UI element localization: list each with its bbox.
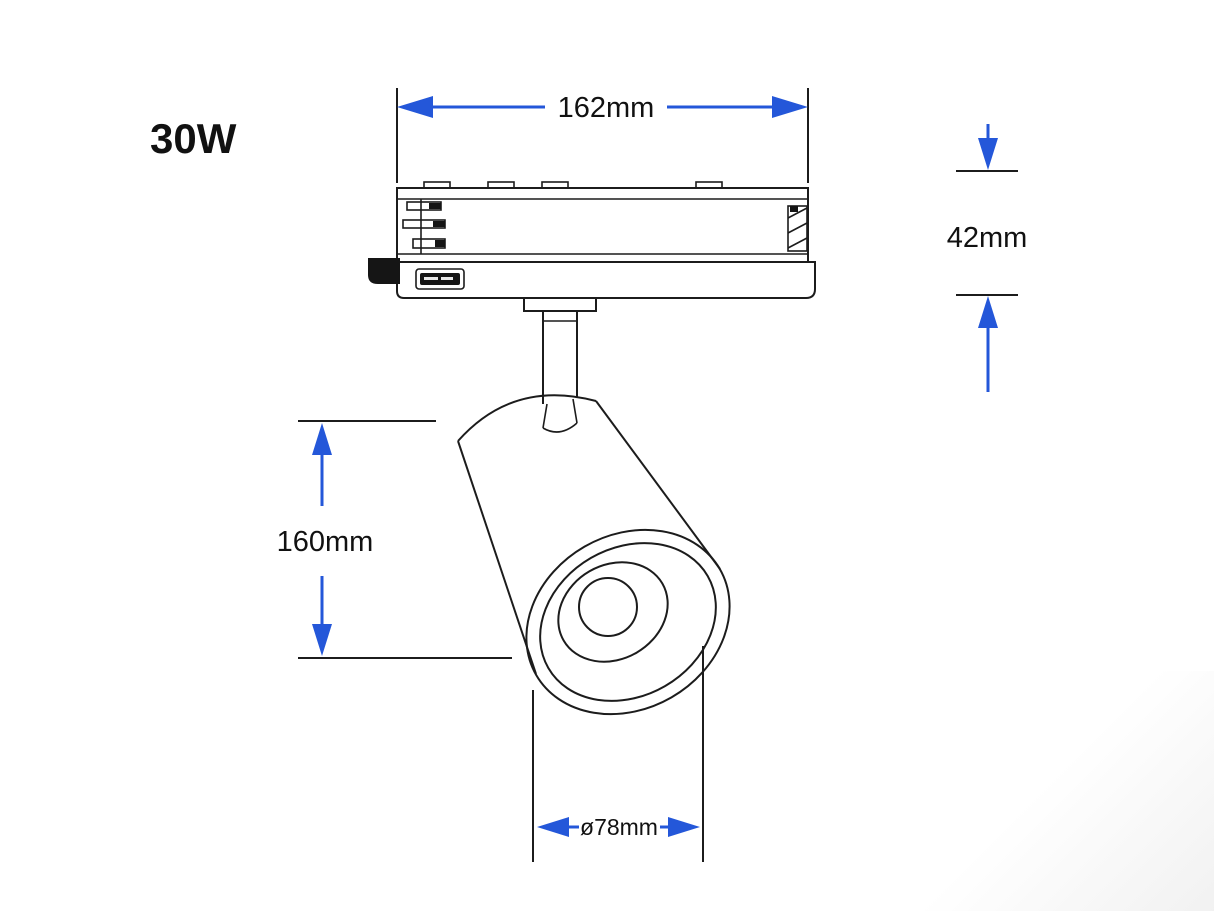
dimension-length-label: 160mm bbox=[277, 526, 374, 558]
lamp-rear-cap bbox=[457, 394, 597, 442]
lamp-reflector-opening bbox=[557, 561, 669, 663]
spec-label bbox=[415, 268, 465, 290]
stem-yoke-arc bbox=[542, 422, 578, 433]
lamp-face-outer-rim bbox=[525, 528, 731, 716]
clip-hatch bbox=[787, 207, 808, 219]
extension-lines bbox=[298, 88, 1018, 862]
adapter-contacts bbox=[402, 199, 446, 254]
clip-mark bbox=[790, 206, 798, 212]
dimension-width-label: 162mm bbox=[558, 92, 655, 124]
arrow-right-icon bbox=[668, 817, 700, 837]
track-adapter-drawing bbox=[368, 181, 816, 299]
arrow-up-icon bbox=[312, 423, 332, 455]
contact-tip bbox=[433, 221, 445, 227]
arrow-up-icon bbox=[978, 296, 998, 328]
dimension-width: 162mm bbox=[397, 92, 808, 124]
wattage-label: 30W bbox=[150, 115, 237, 162]
dimension-diameter: ø78mm bbox=[537, 814, 700, 840]
lamp-side-left bbox=[457, 440, 537, 675]
lamp-side-right bbox=[595, 400, 721, 570]
contact-tip bbox=[435, 240, 445, 247]
arrow-left-icon bbox=[397, 96, 433, 118]
label-mark bbox=[441, 277, 453, 280]
stem-collar bbox=[523, 297, 597, 312]
adapter-ground-clip bbox=[787, 205, 808, 252]
lamp-led-source bbox=[578, 577, 638, 637]
arrow-left-icon bbox=[537, 817, 569, 837]
arrow-right-icon bbox=[772, 96, 808, 118]
lamp-head-drawing bbox=[457, 394, 731, 716]
dimension-diameter-label: ø78mm bbox=[580, 814, 658, 840]
stem-yoke-right bbox=[572, 398, 578, 424]
arrow-down-icon bbox=[978, 138, 998, 170]
clip-hatch bbox=[787, 222, 808, 234]
locking-lever bbox=[368, 258, 400, 284]
stem-drawing bbox=[523, 297, 597, 433]
label-plate bbox=[420, 273, 460, 285]
dimension-height-label: 42mm bbox=[947, 222, 1028, 254]
dimension-length: 160mm bbox=[277, 423, 374, 656]
lamp-face-inner-rim bbox=[539, 542, 717, 702]
contact-tip bbox=[429, 203, 441, 209]
label-mark bbox=[424, 277, 438, 280]
clip-hatch bbox=[787, 237, 808, 249]
label-frame bbox=[415, 268, 465, 290]
dimension-height: 42mm bbox=[947, 124, 1028, 392]
adapter-flange bbox=[396, 261, 816, 299]
arrow-down-icon bbox=[312, 624, 332, 656]
stem-yoke-left bbox=[542, 403, 548, 429]
